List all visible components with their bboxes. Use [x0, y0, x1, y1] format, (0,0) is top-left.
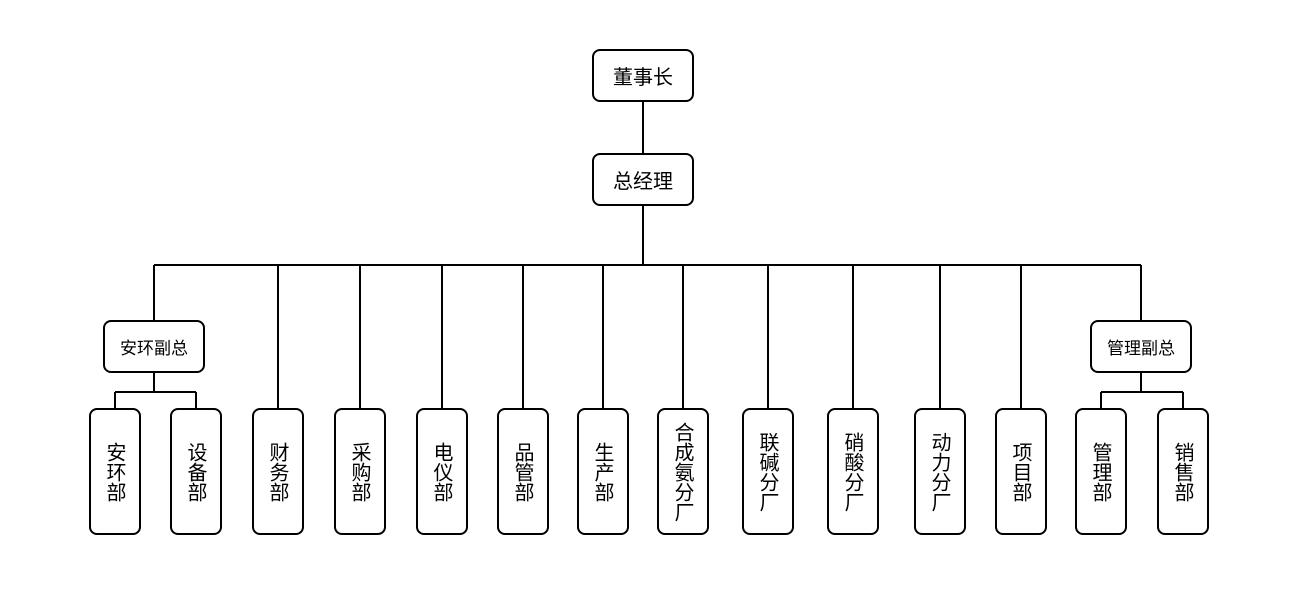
node-dept-6-label: 生产部	[591, 441, 615, 502]
node-dept-8: 联碱分厂	[742, 408, 794, 535]
node-dept-2: 财务部	[252, 408, 304, 535]
node-dept-13-label: 销售部	[1171, 441, 1195, 502]
node-dept-11: 项目部	[995, 408, 1047, 535]
node-dept-4-label: 电仪部	[430, 441, 454, 502]
node-general-manager-label: 总经理	[613, 169, 673, 193]
node-dept-9: 硝酸分厂	[827, 408, 879, 535]
node-dept-7: 合成氨分厂	[657, 408, 709, 535]
node-dept-0: 安环部	[89, 408, 141, 535]
node-dept-3: 采购部	[334, 408, 386, 535]
node-dept-2-label: 财务部	[266, 441, 290, 502]
node-dept-0-label: 安环部	[103, 441, 127, 502]
node-vp-left: 安环副总	[103, 320, 205, 373]
node-vp-left-label: 安环副总	[120, 339, 188, 359]
node-dept-9-label: 硝酸分厂	[841, 431, 865, 512]
node-general-manager: 总经理	[592, 153, 694, 206]
node-dept-6: 生产部	[577, 408, 629, 535]
node-dept-10: 动力分厂	[914, 408, 966, 535]
node-dept-8-label: 联碱分厂	[756, 431, 780, 512]
node-dept-1-label: 设备部	[184, 441, 208, 502]
node-chairman: 董事长	[592, 49, 694, 102]
node-dept-12-label: 管理部	[1089, 441, 1113, 502]
node-dept-5: 品管部	[497, 408, 549, 535]
node-dept-1: 设备部	[170, 408, 222, 535]
node-dept-5-label: 品管部	[511, 441, 535, 502]
node-vp-right-label: 管理副总	[1107, 339, 1175, 359]
node-dept-12: 管理部	[1075, 408, 1127, 535]
node-dept-13: 销售部	[1157, 408, 1209, 535]
node-dept-11-label: 项目部	[1009, 441, 1033, 502]
node-dept-10-label: 动力分厂	[928, 431, 952, 512]
node-vp-right: 管理副总	[1090, 320, 1192, 373]
node-dept-3-label: 采购部	[348, 441, 372, 502]
node-dept-7-label: 合成氨分厂	[671, 421, 695, 522]
node-chairman-label: 董事长	[613, 65, 673, 89]
node-dept-4: 电仪部	[416, 408, 468, 535]
